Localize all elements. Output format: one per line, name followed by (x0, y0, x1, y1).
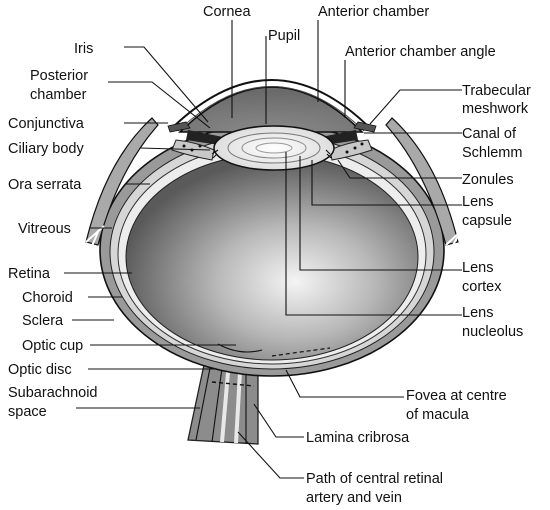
label-fovea-1: Fovea at centre (406, 388, 507, 404)
label-ora-serrata: Ora serrata (8, 177, 82, 193)
label-vitreous: Vitreous (18, 221, 71, 237)
label-fovea-2: of macula (406, 407, 470, 423)
label-optic-cup: Optic cup (22, 338, 83, 354)
label-retinal-vessels-1: Path of central retinal (306, 471, 443, 487)
label-canal-of-schlemm-1: Canal of (462, 126, 517, 142)
label-trabecular-meshwork-1: Trabecular (462, 83, 531, 99)
label-pupil: Pupil (268, 28, 300, 44)
label-anterior-chamber: Anterior chamber (318, 4, 429, 20)
label-canal-of-schlemm-2: Schlemm (462, 145, 522, 161)
label-anterior-chamber-angle: Anterior chamber angle (345, 44, 496, 60)
label-iris: Iris (74, 41, 93, 57)
vitreous-body (126, 154, 418, 360)
label-ciliary-body: Ciliary body (8, 141, 84, 157)
label-sclera: Sclera (22, 313, 64, 329)
label-lens-cortex-1: Lens (462, 260, 493, 276)
label-choroid: Choroid (22, 290, 73, 306)
label-posterior-chamber-1: Posterior (30, 68, 88, 84)
label-lens-nucleolus-1: Lens (462, 305, 493, 321)
label-retinal-vessels-2: artery and vein (306, 490, 402, 506)
label-optic-disc: Optic disc (8, 362, 72, 378)
label-lens-capsule-1: Lens (462, 194, 493, 210)
label-lamina-cribrosa: Lamina cribrosa (306, 430, 410, 446)
label-cornea: Cornea (203, 4, 251, 20)
label-conjunctiva: Conjunctiva (8, 116, 85, 132)
label-zonules: Zonules (462, 172, 514, 188)
label-posterior-chamber-2: chamber (30, 87, 87, 103)
label-subarachnoid-2: space (8, 404, 47, 420)
label-lens-nucleolus-2: nucleolus (462, 324, 523, 340)
label-retina: Retina (8, 266, 51, 282)
label-subarachnoid-1: Subarachnoid (8, 385, 98, 401)
label-trabecular-meshwork-2: meshwork (462, 101, 529, 117)
label-lens-cortex-2: cortex (462, 279, 502, 295)
label-lens-capsule-2: capsule (462, 213, 512, 229)
